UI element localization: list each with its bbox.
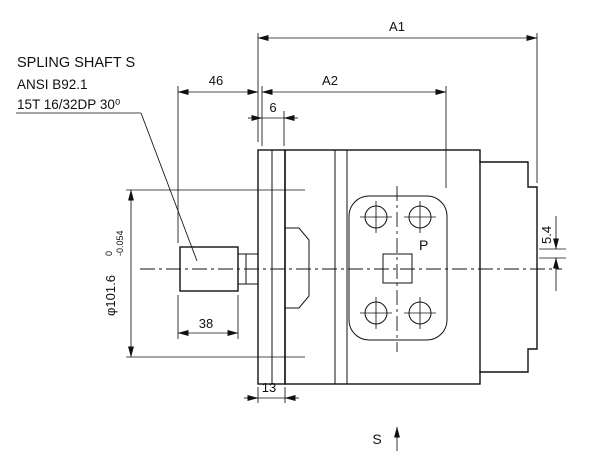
shaft-boss-outline [284,227,310,309]
dim-a1: A1 [257,19,538,183]
port-s-callout: S [372,426,400,451]
dim-5-4-label: 5.4 [539,226,554,244]
dim-diameter-tol-lower: -0.054 [115,230,125,256]
pump-housing [284,149,481,385]
bolt-hole-top-left [360,201,392,233]
dim-a2-label: A2 [322,73,338,88]
port-p-square [382,253,413,284]
dim-38-label: 38 [199,316,213,331]
dim-a1-label: A1 [389,19,405,34]
port-p-label: P [419,237,428,253]
spline-note-block: SPLING SHAFT S ANSI B92.1 15T 16/32DP 30… [16,55,198,262]
bolt-hole-bottom-right [404,297,436,329]
pump-outline: P [179,149,538,385]
port-flange-plate [348,195,448,341]
dim-a2: A2 [261,73,447,188]
dim-diameter-tol-upper: 0 [104,251,114,256]
dim-13-label: 13 [262,380,276,395]
dim-diameter-label: φ101.6 [103,275,118,316]
dim-38: 38 [177,295,239,339]
dim-13: 13 [244,380,299,403]
dim-5-4: 5.4 [539,216,566,291]
note-spline-spec: 15T 16/32DP 30⁰ [17,97,121,112]
dim-46: 46 [177,73,259,243]
rear-cover [479,161,538,373]
bolt-hole-top-right [404,201,436,233]
bolt-hole-bottom-left [360,297,392,329]
leader-line [140,112,198,262]
dim-diameter: φ101.6 0 -0.054 [103,189,305,358]
dim-6: 6 [248,100,298,146]
dim-46-label: 46 [209,73,223,88]
note-spline-shaft: SPLING SHAFT S [17,55,135,71]
port-s-label: S [372,431,381,447]
dim-6-label: 6 [269,100,276,115]
note-ansi-standard: ANSI B92.1 [17,77,88,92]
